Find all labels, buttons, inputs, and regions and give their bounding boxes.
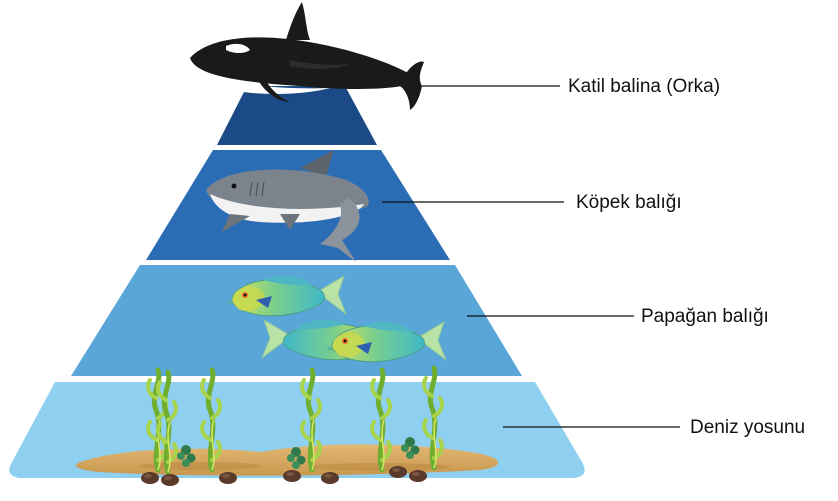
label-orca: Katil balina (Orka)	[568, 76, 720, 97]
label-parrotfish: Papağan balığı	[641, 306, 769, 327]
label-seaweed: Deniz yosunu	[690, 417, 805, 438]
pyramid-level-top	[217, 86, 377, 145]
label-shark: Köpek balığı	[576, 192, 682, 213]
